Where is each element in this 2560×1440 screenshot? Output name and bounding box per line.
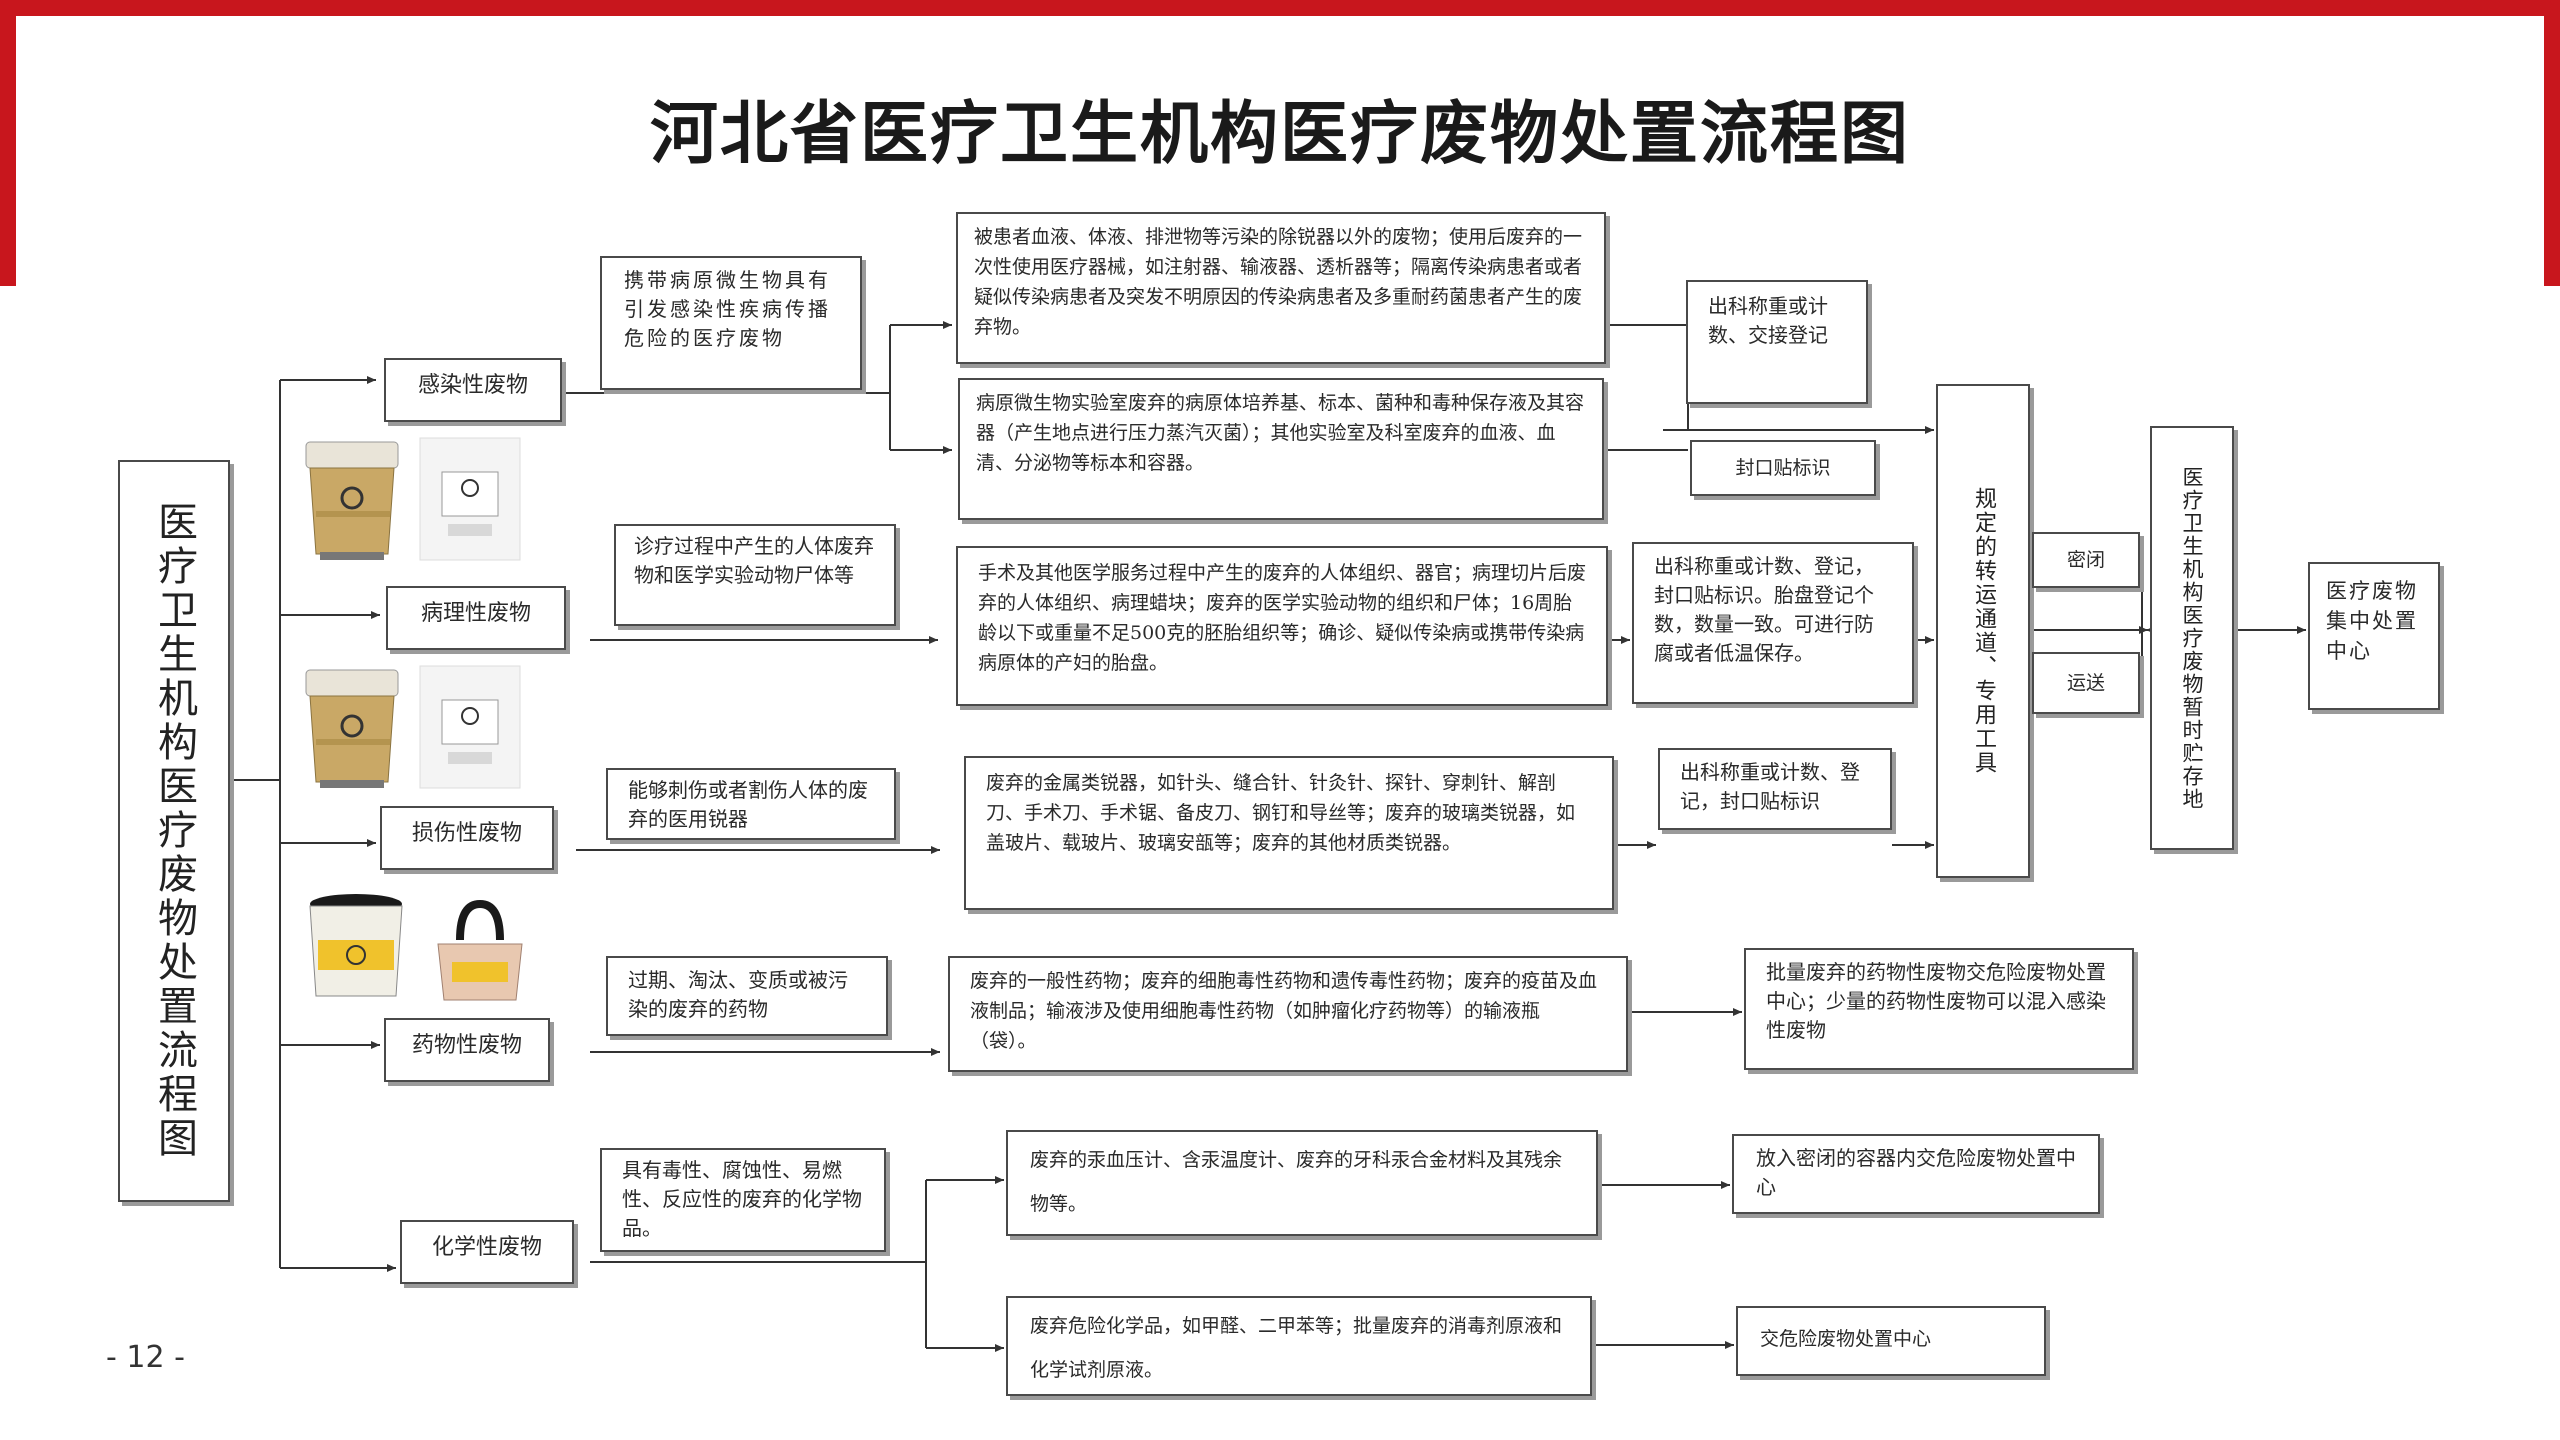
transport-box: 运送 bbox=[2032, 652, 2140, 714]
sealed-box: 密闭 bbox=[2032, 532, 2140, 588]
category-sharps: 损伤性废物 bbox=[380, 806, 554, 870]
biohazard-bag-icon bbox=[419, 665, 521, 789]
biohazard-bin-icon bbox=[305, 669, 399, 788]
detail-infectious-2: 病原微生物实验室废弃的病原体培养基、标本、菌种和毒种保存液及其容器（产生地点进行… bbox=[958, 378, 1604, 520]
detail-sharps: 废弃的金属类锐器，如针头、缝合针、针灸针、探针、穿刺针、解剖刀、手术刀、手术锯、… bbox=[964, 756, 1614, 910]
sharps-box-icon bbox=[437, 900, 523, 1001]
page-title: 河北省医疗卫生机构医疗废物处置流程图 bbox=[649, 94, 1910, 174]
sharps-container-icon bbox=[309, 894, 403, 997]
biohazard-bin-icon bbox=[305, 441, 399, 560]
category-label: 化学性废物 bbox=[431, 1235, 542, 1260]
step-chemical-2: 交危险废物处置中心 bbox=[1736, 1306, 2046, 1376]
detail-chemical-1: 废弃的汞血压计、含汞温度计、废弃的牙科汞合金材料及其残余物等。 bbox=[1006, 1130, 1598, 1236]
category-pathological: 病理性废物 bbox=[386, 586, 566, 650]
page-number: - 12 - bbox=[106, 1340, 185, 1375]
category-label: 病理性废物 bbox=[420, 601, 531, 626]
frame-right bbox=[2544, 0, 2560, 286]
desc-drug: 过期、淘汰、变质或被污染的废弃的药物 bbox=[606, 956, 888, 1036]
step-sharps: 出科称重或计数、登记，封口贴标识 bbox=[1658, 748, 1892, 830]
category-label: 损伤性废物 bbox=[411, 821, 522, 846]
desc-pathological: 诊疗过程中产生的人体废弃物和医学实验动物尸体等 bbox=[614, 524, 896, 626]
desc-infectious: 携带病原微生物具有引发感染性疾病传播危险的医疗废物 bbox=[600, 256, 862, 390]
detail-chemical-2: 废弃危险化学品，如甲醛、二甲苯等；批量废弃的消毒剂原液和化学试剂原液。 bbox=[1006, 1296, 1592, 1396]
temporary-storage-box: 医疗卫生机构医疗废物暂时贮存地 bbox=[2150, 426, 2234, 850]
biohazard-bag-icon bbox=[419, 437, 521, 561]
transport-channel-box: 规定的转运通道、专用工具 bbox=[1936, 384, 2030, 878]
step-seal-label: 封口贴标识 bbox=[1690, 440, 1876, 496]
step-chemical-1: 放入密闭的容器内交危险废物处置中心 bbox=[1732, 1134, 2100, 1214]
desc-sharps: 能够刺伤或者割伤人体的废弃的医用锐器 bbox=[606, 768, 896, 840]
category-drug: 药物性废物 bbox=[384, 1018, 550, 1082]
transport-channel-text: 规定的转运通道、专用工具 bbox=[1971, 487, 1996, 775]
left-title-box: 医疗卫生机构医疗废物处置流程图 bbox=[118, 460, 230, 1202]
frame-left bbox=[0, 0, 16, 286]
detail-pathological: 手术及其他医学服务过程中产生的废弃的人体组织、器官；病理切片后废弃的人体组织、病… bbox=[956, 546, 1608, 706]
detail-infectious-1: 被患者血液、体液、排泄物等污染的除锐器以外的废物；使用后废弃的一次性使用医疗器械… bbox=[956, 212, 1606, 364]
category-label: 药物性废物 bbox=[411, 1033, 522, 1058]
frame-top bbox=[0, 0, 2560, 16]
category-label: 感染性废物 bbox=[417, 373, 528, 398]
category-chemical: 化学性废物 bbox=[400, 1220, 574, 1284]
detail-drug: 废弃的一般性药物；废弃的细胞毒性药物和遗传毒性药物；废弃的疫苗及血液制品；输液涉… bbox=[948, 956, 1628, 1072]
disposal-center-box: 医疗废物集中处置中心 bbox=[2308, 562, 2440, 710]
step-weigh-register: 出科称重或计数、交接登记 bbox=[1686, 280, 1868, 404]
temporary-storage-text: 医疗卫生机构医疗废物暂时贮存地 bbox=[2180, 465, 2204, 811]
step-drug: 批量废弃的药物性废物交危险废物处置中心；少量的药物性废物可以混入感染性废物 bbox=[1744, 948, 2134, 1070]
left-title-text: 医疗卫生机构医疗废物处置流程图 bbox=[151, 501, 197, 1161]
step-pathological: 出科称重或计数、登记，封口贴标识。胎盘登记个数，数量一致。可进行防腐或者低温保存… bbox=[1632, 542, 1914, 704]
category-infectious: 感染性废物 bbox=[384, 358, 562, 422]
desc-chemical: 具有毒性、腐蚀性、易燃性、反应性的废弃的化学物品。 bbox=[600, 1148, 886, 1252]
